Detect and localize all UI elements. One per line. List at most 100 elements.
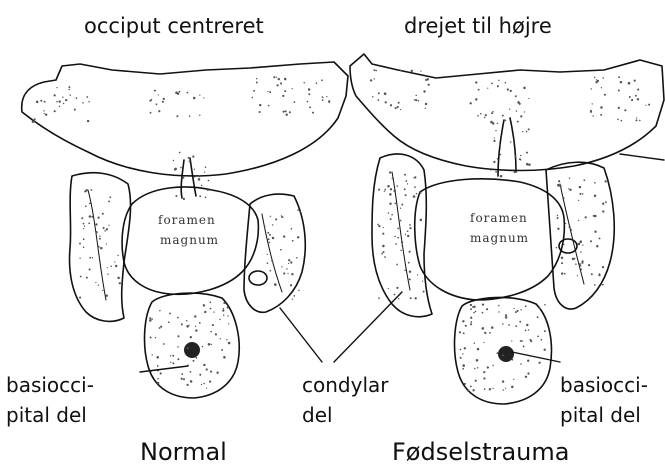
stipple-dot — [109, 196, 111, 198]
stipple-dot — [414, 99, 416, 101]
stipple-dot — [544, 349, 546, 351]
stipple-dot — [195, 326, 196, 327]
stipple-dot — [88, 222, 90, 224]
stipple-dot — [174, 168, 177, 171]
stipple-dot — [637, 89, 639, 91]
stipple-dot — [509, 109, 510, 110]
stipple-dot — [390, 218, 392, 220]
stipple-dot — [407, 230, 409, 232]
stipple-dot — [416, 193, 417, 194]
leader-right-edge — [620, 154, 664, 160]
stipple-dot — [528, 128, 530, 130]
stipple-dot — [177, 346, 179, 348]
stipple-dot — [639, 120, 641, 122]
stipple-dot — [475, 311, 477, 313]
stipple-dot — [525, 376, 527, 378]
trauma-occipital-crest — [498, 118, 516, 176]
stipple-dot — [583, 179, 585, 181]
stipple-dot — [70, 94, 71, 95]
stipple-dot — [598, 274, 600, 276]
stipple-dot — [378, 99, 380, 101]
caption-birth-trauma: Fødselstrauma — [392, 440, 569, 464]
stipple-dot — [95, 282, 96, 283]
stipple-dot — [187, 347, 189, 349]
stipple-dot — [499, 144, 501, 146]
stipple-dot — [495, 171, 497, 173]
stipple-dot — [68, 86, 70, 88]
stipple-dot — [297, 236, 299, 238]
stipple-dot — [107, 267, 108, 268]
stipple-dot — [175, 195, 177, 197]
stipple-dot — [290, 284, 292, 286]
stipple-dot — [79, 243, 81, 245]
stipple-dot — [490, 169, 492, 171]
stipple-dot — [474, 342, 476, 344]
stipple-dot — [288, 263, 289, 264]
stipple-dot — [108, 200, 110, 202]
stipple-dot — [65, 99, 67, 101]
stipple-dot — [206, 388, 207, 389]
stipple-dot — [593, 215, 595, 217]
stipple-dot — [620, 81, 623, 84]
stipple-dot — [76, 97, 78, 99]
label-basiocci-right-2: pital del — [560, 400, 648, 430]
stipple-dot — [204, 311, 206, 313]
stipple-dot — [398, 102, 400, 104]
stipple-dot — [405, 180, 407, 182]
stipple-dot — [472, 389, 474, 391]
stipple-dot — [482, 312, 484, 314]
stipple-dot — [89, 215, 92, 218]
stipple-dot — [494, 137, 495, 138]
stipple-dot — [505, 388, 506, 389]
stipple-dot — [476, 359, 479, 362]
stipple-dot — [492, 111, 494, 113]
stipple-dot — [381, 253, 383, 255]
stipple-dot — [177, 317, 179, 319]
stipple-dot — [493, 140, 495, 142]
label-condylar-1: condylar — [302, 370, 388, 400]
stipple-dot — [199, 115, 200, 116]
stipple-dot — [210, 308, 212, 310]
label-condylar-2: del — [302, 400, 388, 430]
stipple-dot — [377, 224, 379, 226]
stipple-dot — [569, 226, 571, 228]
stipple-dot — [316, 82, 318, 84]
stipple-dot — [181, 373, 183, 375]
stipple-dot — [176, 115, 178, 117]
stipple-dot — [473, 312, 474, 313]
stipple-dot — [90, 189, 92, 191]
stipple-dot — [186, 384, 188, 386]
stipple-dot — [56, 101, 58, 103]
stipple-dot — [210, 331, 212, 333]
stipple-dot — [475, 380, 477, 382]
stipple-dot — [276, 84, 278, 86]
stipple-dot — [220, 338, 221, 339]
stipple-dot — [562, 197, 564, 199]
stipple-dot — [193, 360, 195, 362]
stipple-dot — [382, 251, 384, 253]
leader-condylar-to-right — [334, 292, 402, 362]
stipple-dot — [384, 191, 385, 192]
stipple-dot — [415, 297, 417, 299]
stipple-dot — [284, 110, 286, 112]
stipple-dot — [322, 96, 324, 98]
stipple-dot — [269, 234, 271, 236]
stipple-dot — [489, 388, 491, 390]
stipple-dot — [268, 238, 270, 240]
stipple-dot — [281, 266, 282, 267]
stipple-dot — [508, 324, 510, 326]
stipple-dot — [177, 335, 179, 337]
leader-condylar-to-left — [280, 308, 322, 362]
stipple-dot — [600, 114, 602, 116]
stipple-dot — [292, 299, 293, 300]
stipple-dot — [213, 311, 214, 312]
stipple-dot — [400, 250, 402, 252]
stipple-dot — [267, 232, 269, 234]
stipple-dot — [510, 90, 512, 92]
stipple-dot — [467, 389, 469, 391]
stipple-dot — [44, 113, 45, 114]
stipple-dot — [83, 223, 85, 225]
stipple-dot — [414, 186, 416, 188]
stipple-dot — [284, 78, 287, 81]
stipple-dot — [182, 177, 184, 179]
